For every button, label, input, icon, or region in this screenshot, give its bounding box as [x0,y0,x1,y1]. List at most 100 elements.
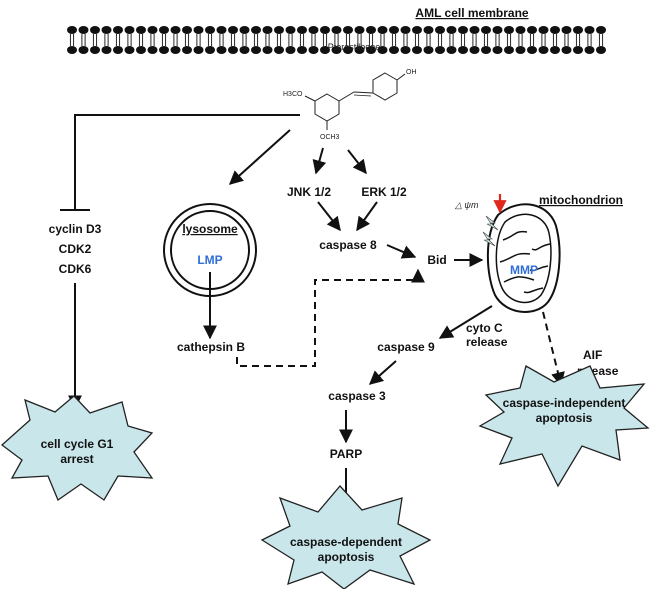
lipid-pair [159,26,169,54]
lipid-pair [251,26,261,54]
outcome-g1-line2: arrest [60,452,93,466]
lightning-icon-2 [482,231,496,247]
lipid-pair [216,26,227,54]
outcome-g1-line1: cell cycle G1 [41,437,114,451]
target-cdk6: CDK6 [59,262,92,276]
lipid-pair [561,26,572,54]
lipid-pair [124,26,135,54]
vinyl-bond-2 [353,91,374,94]
lipid-pair [550,26,560,54]
lipid-pair [469,26,480,54]
membrane-potential-label: △ ψm [454,200,479,210]
arrow-erk-to-caspase8 [356,201,378,232]
lipid-pair [343,26,353,54]
caspase-dependent-line1: caspase-dependent [290,535,402,549]
cell-membrane-bilayer [67,26,606,54]
mitochondrion-shape [486,203,561,313]
lipid-pair [538,26,549,54]
lipid-pair [596,26,606,54]
hydroxyl-label: OH [406,69,417,76]
caspase-dependent-line2: apoptosis [318,550,375,564]
lipid-pair [90,26,100,54]
vinyl-bond-1 [338,91,355,102]
methoxy-label-1: H3CO [283,91,303,98]
burst-caspase-independent [478,365,650,488]
kinase-jnk: JNK 1/2 [287,185,331,199]
lipid-pair [78,26,89,54]
lipid-pair [205,26,215,54]
dashed-cathepsin-to-bid [236,268,425,367]
lipid-pair [147,26,158,54]
arrow-caspase8-to-bid [386,244,417,259]
lipid-pair [435,26,445,54]
vinyl-double-bond [353,94,372,97]
arrow-jnk-to-caspase8 [317,201,341,232]
arrow-mito-to-caspase9 [438,305,493,339]
lipid-pair [193,26,204,54]
lipid-pair [136,26,146,54]
cathepsin-b: cathepsin B [177,340,245,354]
arrow-to-jnk [312,147,327,175]
lipid-pair [354,26,365,54]
parp: PARP [330,447,362,461]
lightning-icon-1 [485,215,499,231]
target-cyclin-d3: cyclin D3 [49,222,102,236]
target-cdk2: CDK2 [59,242,92,256]
bid: Bid [427,253,446,267]
lipid-pair [446,26,457,54]
cyto-c-line2: release [466,335,508,349]
caspase-8: caspase 8 [319,238,377,252]
lipid-pair [458,26,468,54]
mitochondrion-mmp: MMP [510,263,538,277]
lipid-pair [331,26,342,54]
lipid-pair [101,26,112,54]
lipid-pair [573,26,583,54]
lipid-pair [481,26,491,54]
lipid-pair [228,26,238,54]
lipid-pair [285,26,296,54]
inhibition-line [74,114,300,210]
lipid-pair [527,26,537,54]
lipid-pair [308,26,319,54]
pterostilbene-structure: Pterostilbene OH H3CO OCH3 [283,42,417,141]
lipid-pair [515,26,526,54]
lipid-pair [377,26,388,54]
benzene-ring-left [314,93,340,122]
lipid-pair [412,26,422,54]
caspase-9: caspase 9 [377,340,435,354]
lipid-pair [389,26,399,54]
lysosome-lmp: LMP [197,253,222,267]
lipid-pair [113,26,123,54]
membrane-label: AML cell membrane [415,6,528,20]
arrow-to-erk [347,149,367,175]
lipid-pair [366,26,376,54]
lipid-pair [67,26,77,54]
dashed-aif-arrow [542,311,565,387]
lipid-pair [297,26,307,54]
lipid-pair [182,26,192,54]
kinase-erk: ERK 1/2 [361,185,407,199]
lipid-pair [492,26,503,54]
oh-bond [396,73,406,81]
aif-line1: AIF [583,348,602,362]
caspase-independent-line2: apoptosis [536,411,593,425]
arrow-to-lysosome [228,129,291,185]
methoxy-label-2: OCH3 [320,134,340,141]
burst-caspase-dependent [260,485,432,589]
lipid-pair [274,26,284,54]
lipid-pair [423,26,434,54]
lipid-pair [400,26,411,54]
methoxy-bond-1 [304,95,316,102]
benzene-ring-right [372,72,398,101]
lipid-pair [320,26,330,54]
burst-g1-arrest [0,395,154,501]
mitochondrion-title: mitochondrion [539,193,623,207]
cyto-c-line1: cyto C [466,321,503,335]
lipid-pair [504,26,514,54]
lipid-pair [262,26,273,54]
caspase-independent-line1: caspase-independent [503,396,626,410]
lipid-pair [170,26,181,54]
lysosome-title: lysosome [182,222,238,236]
lipid-pair [239,26,250,54]
